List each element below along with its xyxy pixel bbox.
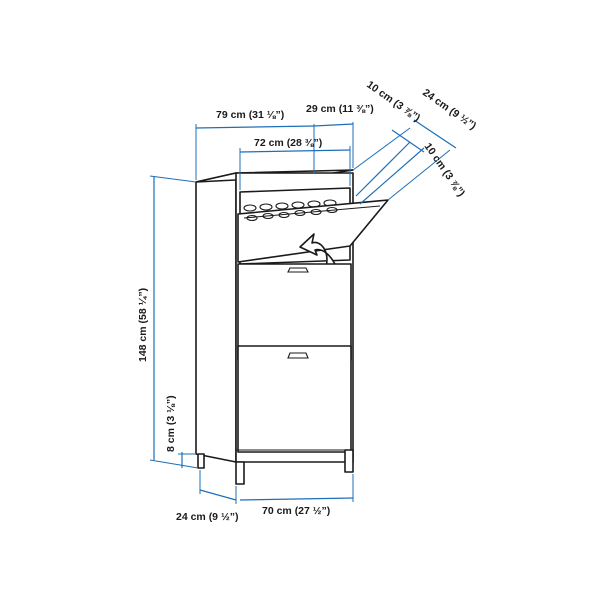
middle-drawer-handle[interactable]	[287, 267, 309, 273]
flap-inner-edge	[243, 205, 381, 219]
dim-line-width-bottom	[239, 497, 354, 501]
extension-line	[352, 127, 411, 171]
dim-line-width-outer	[195, 125, 315, 129]
flap-slot	[326, 206, 338, 214]
shoe-slot	[259, 203, 273, 211]
extension-line	[387, 149, 451, 201]
bottom-drawer-flap[interactable]	[237, 345, 352, 453]
label-plinth-height: 8 cm (3 ⅛”)	[165, 395, 177, 452]
label-depth-top: 29 cm (11 ⅜”)	[306, 103, 374, 115]
label-width-bottom: 70 cm (27 ½”)	[262, 505, 330, 517]
front-right-leg	[344, 449, 354, 473]
extension-line	[149, 175, 197, 183]
cabinet-side-panel	[195, 172, 237, 463]
back-left-leg	[197, 453, 205, 469]
label-compartment-depth-2: 10 cm (3 ⅞”)	[422, 141, 468, 199]
dim-line-depth-open	[413, 119, 457, 149]
dim-line-compartment-depth	[391, 129, 425, 153]
open-direction-arrow-icon	[299, 233, 337, 269]
flap-slot	[262, 212, 274, 220]
flap-slot	[310, 208, 322, 216]
label-depth-bottom: 24 cm (9 ½”)	[176, 511, 238, 523]
flap-slot	[294, 209, 306, 217]
flap-slot	[278, 211, 290, 219]
dim-line-width-inner	[239, 149, 351, 153]
label-compartment-depth: 10 cm (3 ⅞”)	[364, 79, 422, 125]
dimension-lines	[149, 119, 457, 504]
label-width-inner: 72 cm (28 ⅜”)	[254, 137, 322, 149]
label-height: 148 cm (58 ¼”)	[137, 288, 149, 362]
shoe-slot	[243, 204, 257, 212]
middle-drawer-flap[interactable]	[237, 263, 352, 361]
dim-line-depth-top	[313, 123, 354, 127]
extension-line	[149, 459, 199, 469]
dim-line-compartment-depth-2	[355, 141, 411, 197]
dim-line-compartment-depth-2b	[359, 147, 425, 205]
shoe-slot	[275, 202, 289, 210]
label-width-outer: 79 cm (31 ⅛”)	[216, 109, 284, 121]
dim-line-depth-bottom	[199, 489, 237, 501]
front-left-leg	[235, 461, 245, 485]
flap-slot	[246, 214, 258, 222]
shoe-cabinet	[195, 169, 389, 485]
label-depth-open: 24 cm (9 ½”)	[420, 87, 478, 133]
shoe-slots	[243, 199, 337, 212]
bottom-drawer-handle[interactable]	[287, 352, 309, 359]
